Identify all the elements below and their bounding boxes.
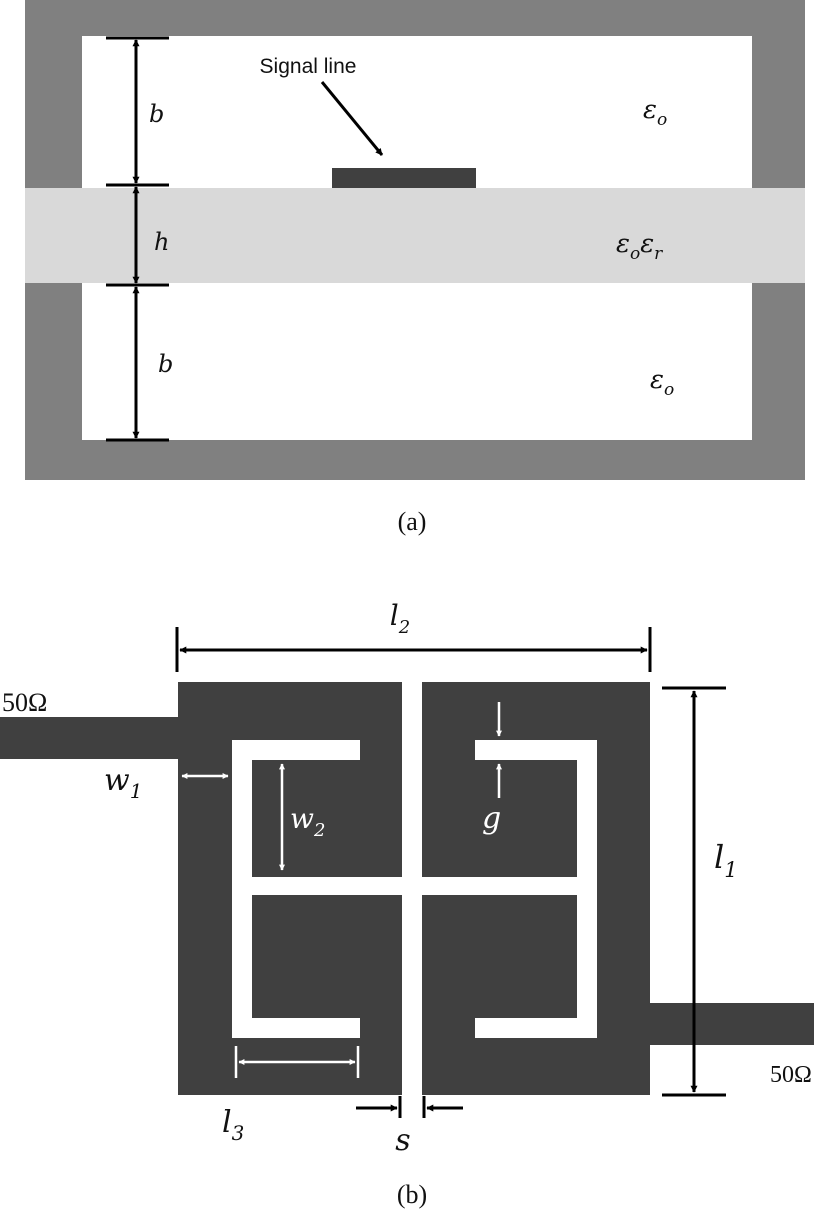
- figure-b: l2 l1 w1 w2 g l3 s: [0, 599, 814, 1209]
- port-right-label: 50Ω: [770, 1062, 812, 1088]
- shield-bottom: [25, 283, 805, 480]
- dim-l3: [234, 1046, 360, 1078]
- caption-b: (b): [397, 1180, 427, 1209]
- dim-l2-label: l2: [390, 599, 410, 638]
- feed-line-right: [648, 1003, 814, 1045]
- signal-line: [332, 168, 476, 188]
- eps-top-label: εo: [643, 95, 667, 130]
- dim-s-label: s: [395, 1123, 410, 1158]
- dim-b-top-label: b: [149, 100, 164, 128]
- port-left-label: 50Ω: [2, 688, 47, 717]
- dim-l1-label: l1: [714, 838, 738, 882]
- dim-s: [356, 1096, 463, 1118]
- dim-l3-label: l3: [222, 1105, 244, 1145]
- dim-w2-label: w2: [290, 802, 325, 841]
- substrate: [25, 188, 805, 283]
- signal-line-arrow: [320, 81, 384, 156]
- signal-line-label: Signal line: [260, 55, 357, 78]
- feed-line-left: [0, 717, 180, 759]
- dim-b-bottom-label: b: [158, 350, 173, 378]
- figure-a: Signal line b h b εo εoεr εo (a): [25, 0, 805, 536]
- caption-a: (a): [398, 507, 427, 536]
- dim-g-label: g: [482, 801, 501, 836]
- dim-l1: [662, 686, 726, 1097]
- dimension-ticks-a: [106, 36, 169, 442]
- eps-bottom-label: εo: [650, 365, 674, 400]
- eps-middle-label: εoεr: [616, 229, 663, 264]
- shield-top: [25, 0, 805, 188]
- dim-l2: [175, 627, 652, 672]
- resonator-slots: [232, 682, 597, 1095]
- dim-h-label: h: [154, 228, 169, 256]
- dim-w1-label: w1: [104, 763, 142, 803]
